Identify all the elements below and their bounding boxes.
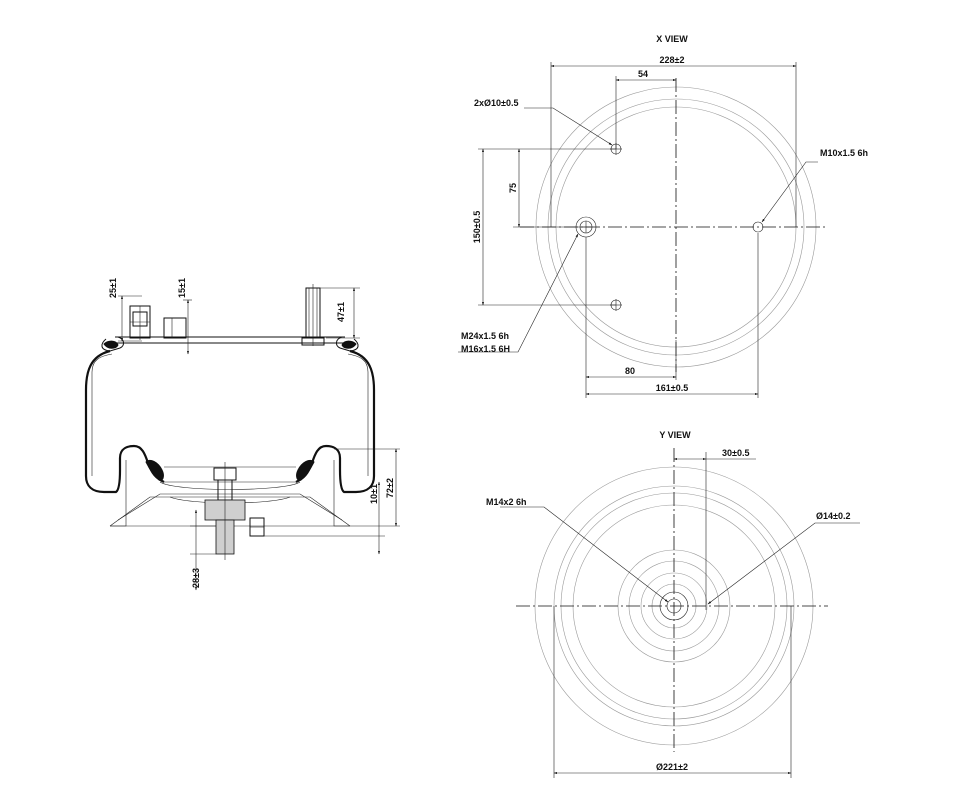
dim-150-label: 150±0.5 [472,211,482,243]
dim-72-label: 72±2 [385,478,395,498]
x-view: X VIEW 228±2 [458,34,868,398]
dim-75-label: 75 [508,183,518,193]
dim-m24-label: M24x1.5 6h [461,331,509,341]
dim-25-label: 25±1 [108,278,118,298]
dim-m14-label: M14x2 6h [486,497,527,507]
bottom-stud [204,462,265,560]
dim-m10-label: M10x1.5 6h [820,148,868,158]
dim-15-label: 15±1 [177,278,187,298]
side-view: 25±1 15±1 47±1 10±1 72±2 28±3 [84,278,400,591]
y-view: Y VIEW 30±0.5 M14x2 6h Ø14±0.2 Ø221±2 [486,430,860,778]
dim-30-label: 30±0.5 [722,448,749,458]
dim-hole14-label: Ø14±0.2 [816,511,850,521]
y-view-ring-7 [640,572,708,640]
m10-stud-hole [752,221,764,233]
dim-54-label: 54 [638,69,648,79]
dim-holes-label: 2xØ10±0.5 [474,98,518,108]
top-fitting [163,317,187,339]
top-stud-right [301,284,325,346]
dim-diameter-label: Ø221±2 [656,762,688,772]
x-view-title: X VIEW [656,34,688,44]
top-plate [115,336,345,344]
dim-80-label: 80 [625,366,635,376]
dim-overall-label: 228±2 [660,55,685,65]
y-view-title: Y VIEW [659,430,691,440]
top-stud-left [129,305,151,340]
dim-161-label: 161±0.5 [656,383,688,393]
dim-m16-label: M16x1.5 6H [461,344,510,354]
dim-10-label: 10±1 [369,484,379,504]
dim-28-label: 28±3 [191,568,201,588]
piston [109,460,351,527]
dim-47-label: 47±1 [336,302,346,322]
